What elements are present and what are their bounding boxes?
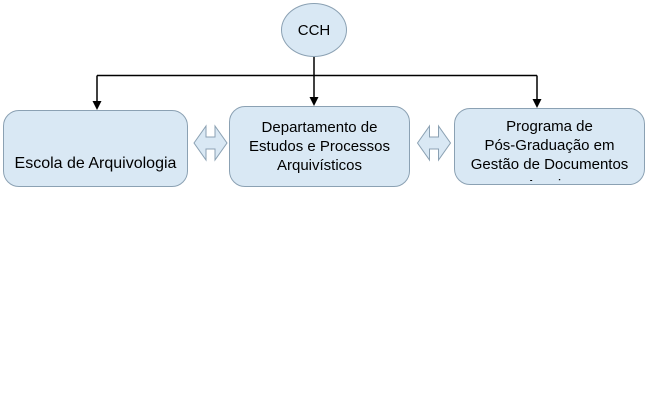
node-programa-pos-graduacao: Programa de Pós-Graduação em Gestão de D… (454, 108, 645, 185)
node-label-line-clipped: e Arquivos (455, 176, 644, 181)
arrowhead-down-right-icon (532, 99, 542, 108)
root-node-label: CCH (297, 21, 331, 39)
node-escola-de-arquivologia: Escola de Arquivologia (3, 110, 188, 187)
node-label-line: Escola de Arquivologia (14, 155, 177, 172)
double-arrow-left-icon (193, 124, 228, 162)
node-label-line: Arquivísticos (276, 157, 363, 174)
arrowhead-down-middle-icon (309, 97, 319, 106)
node-label-line: Pós-Graduação em (484, 137, 615, 154)
node-label-line: Departamento de (261, 119, 378, 136)
node-label-line: Gestão de Documentos (470, 156, 629, 173)
double-arrow-right-icon (416, 124, 452, 162)
node-departamento-estudos-processos: Departamento de Estudos e Processos Arqu… (229, 106, 410, 187)
node-label-line: Programa de (506, 118, 593, 135)
node-label-line: Estudos e Processos (249, 138, 390, 155)
root-node-cch: CCH (281, 3, 347, 57)
arrowhead-down-left-icon (92, 101, 102, 110)
